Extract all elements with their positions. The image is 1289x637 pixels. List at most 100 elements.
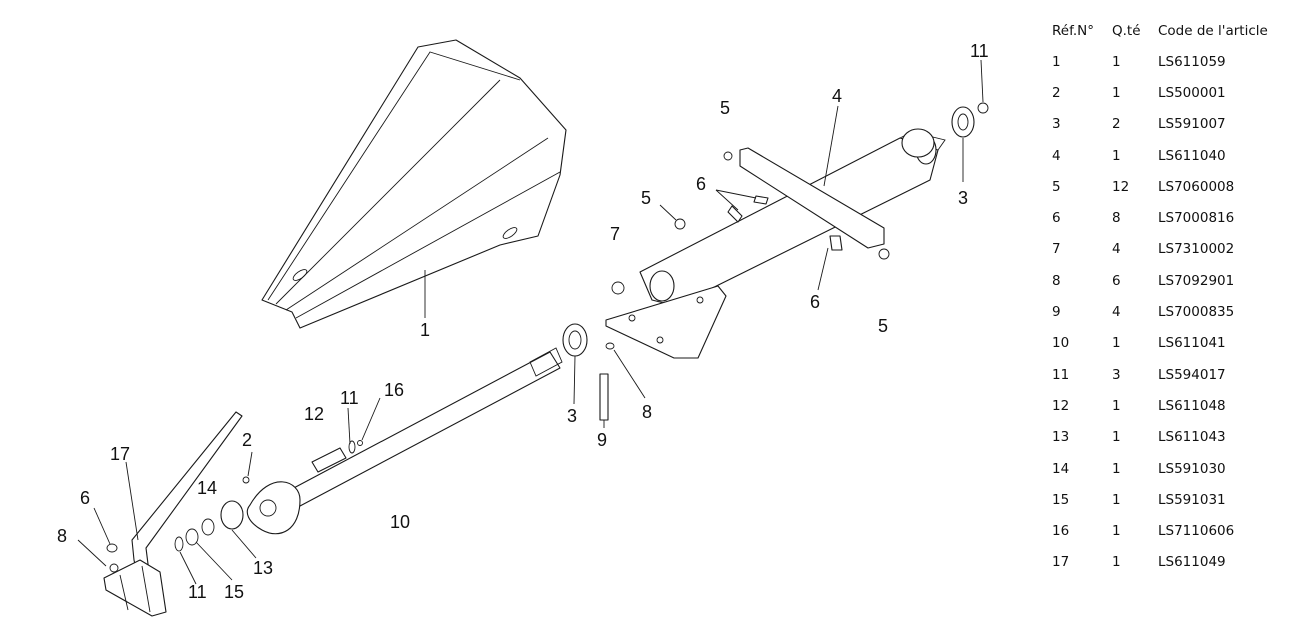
cell-code: LS591031: [1158, 491, 1226, 508]
callout-11b: 11: [340, 388, 359, 408]
header-ref: Réf.N°: [1052, 23, 1094, 39]
callout-16: 16: [384, 380, 404, 400]
callout-13: 13: [253, 558, 273, 578]
cell-ref: 16: [1052, 523, 1070, 540]
cell-qty: 4: [1112, 304, 1121, 321]
cell-code: LS591007: [1158, 116, 1226, 133]
cell-ref: 7: [1052, 241, 1061, 258]
part-cover: [261, 39, 567, 329]
cell-ref: 3: [1052, 116, 1061, 133]
cell-ref: 11: [1052, 366, 1070, 383]
header-qty: Q.té: [1112, 23, 1141, 39]
cell-code: LS611041: [1158, 335, 1226, 352]
callout-6a: 6: [696, 174, 706, 194]
table-row: 13 1 LS611043: [1052, 422, 1282, 453]
callout-4: 4: [832, 86, 842, 106]
callout-14: 14: [197, 478, 217, 498]
callout-6c: 6: [80, 488, 90, 508]
table-row: 14 1 LS591030: [1052, 453, 1282, 484]
cell-code: LS7000835: [1158, 304, 1235, 321]
leader-lines: [77, 59, 984, 585]
table-row: 12 1 LS611048: [1052, 390, 1282, 421]
cell-qty: 1: [1112, 147, 1121, 164]
cell-qty: 1: [1112, 491, 1121, 508]
header-code: Code de l'article: [1158, 23, 1268, 39]
cell-ref: 5: [1052, 178, 1061, 195]
callout-10: 10: [390, 512, 410, 532]
callout-labels: 1 2 3 3 4 5 5 5 6 6 6 7 8 8 9 10 11 11 1…: [57, 41, 989, 602]
table-row: 3 2 LS591007: [1052, 109, 1282, 140]
cell-qty: 1: [1112, 429, 1121, 446]
cell-code: LS611049: [1158, 554, 1226, 571]
cell-qty: 1: [1112, 53, 1121, 70]
cell-ref: 12: [1052, 397, 1070, 414]
callout-5b: 5: [641, 188, 651, 208]
part-bracket: [103, 411, 243, 617]
cell-ref: 6: [1052, 210, 1061, 227]
callout-8a: 8: [642, 402, 652, 422]
table-row: 11 3 LS594017: [1052, 359, 1282, 390]
callout-11c: 11: [188, 582, 207, 602]
table-row: 16 1 LS7110606: [1052, 515, 1282, 546]
cell-code: LS611048: [1158, 397, 1226, 414]
cell-code: LS7000816: [1158, 210, 1235, 227]
cell-code: LS591030: [1158, 460, 1226, 477]
cell-qty: 1: [1112, 554, 1121, 571]
cell-qty: 4: [1112, 241, 1121, 258]
cell-code: LS611043: [1158, 429, 1226, 446]
callout-1: 1: [420, 320, 430, 340]
callout-15: 15: [224, 582, 244, 602]
cell-code: LS7110606: [1158, 523, 1235, 540]
cell-ref: 10: [1052, 335, 1070, 352]
cell-code: LS611040: [1158, 147, 1226, 164]
callout-7: 7: [610, 224, 620, 244]
callout-11a: 11: [970, 41, 989, 61]
callout-3a: 3: [567, 406, 577, 426]
table-header: Réf.N° Q.té Code de l'article: [1052, 16, 1282, 46]
cell-ref: 17: [1052, 554, 1070, 571]
part-hardware: [106, 102, 989, 553]
cell-ref: 1: [1052, 53, 1061, 70]
cell-qty: 1: [1112, 460, 1121, 477]
table-row: 10 1 LS611041: [1052, 328, 1282, 359]
exploded-parts-diagram: 1 2 3 3 4 5 5 5 6 6 6 7 8 8 9 10 11 11 1…: [57, 39, 989, 617]
table-row: 6 8 LS7000816: [1052, 202, 1282, 233]
callout-8b: 8: [57, 526, 67, 546]
cell-qty: 6: [1112, 272, 1121, 289]
cell-ref: 9: [1052, 304, 1061, 321]
table-row: 17 1 LS611049: [1052, 547, 1282, 578]
cell-qty: 1: [1112, 335, 1121, 352]
cell-qty: 1: [1112, 523, 1121, 540]
cell-code: LS7092901: [1158, 272, 1235, 289]
callout-2: 2: [242, 430, 252, 450]
cell-ref: 15: [1052, 491, 1070, 508]
callout-12: 12: [304, 404, 324, 424]
cell-ref: 14: [1052, 460, 1070, 477]
cell-code: LS594017: [1158, 366, 1226, 383]
cell-qty: 1: [1112, 397, 1121, 414]
table-row: 5 12 LS7060008: [1052, 171, 1282, 202]
callout-5a: 5: [720, 98, 730, 118]
callout-9: 9: [597, 430, 607, 450]
table-row: 15 1 LS591031: [1052, 484, 1282, 515]
cell-qty: 12: [1112, 178, 1130, 195]
cell-ref: 13: [1052, 429, 1070, 446]
callout-17: 17: [110, 444, 130, 464]
cell-qty: 2: [1112, 116, 1121, 133]
cell-code: LS7060008: [1158, 178, 1235, 195]
cell-qty: 3: [1112, 366, 1121, 383]
cell-code: LS611059: [1158, 53, 1226, 70]
cell-qty: 1: [1112, 84, 1121, 101]
callout-5c: 5: [878, 316, 888, 336]
cell-ref: 8: [1052, 272, 1061, 289]
part-tube-support: [605, 131, 946, 359]
table-row: 1 1 LS611059: [1052, 46, 1282, 77]
callout-3b: 3: [958, 188, 968, 208]
cell-code: LS500001: [1158, 84, 1226, 101]
table-row: 9 4 LS7000835: [1052, 296, 1282, 327]
cell-qty: 8: [1112, 210, 1121, 227]
